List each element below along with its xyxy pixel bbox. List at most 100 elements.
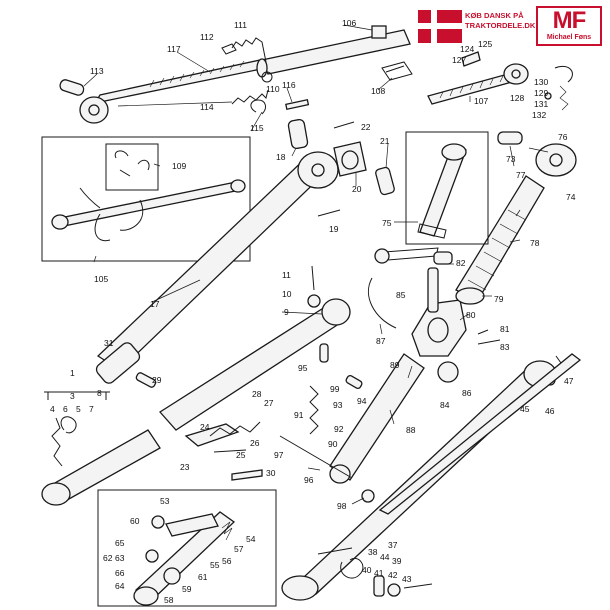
pin-41 xyxy=(373,575,385,597)
flag-cross-vertical xyxy=(431,10,437,43)
washer-60 xyxy=(151,515,165,529)
ball-end-hole xyxy=(88,104,100,116)
pin-73 xyxy=(497,131,523,145)
callout-30: 30 xyxy=(266,468,276,478)
clip-40 xyxy=(340,558,364,579)
top-link-pin xyxy=(59,79,85,96)
callout-117: 117 xyxy=(167,44,181,54)
callout-57: 57 xyxy=(234,544,244,554)
callout-61: 61 xyxy=(198,572,208,582)
callout-84: 84 xyxy=(440,400,450,410)
callout-47: 47 xyxy=(564,376,574,386)
callout-116: 116 xyxy=(282,80,296,90)
lower-link-45-outer xyxy=(378,353,582,515)
pin-18 xyxy=(287,118,309,150)
inset-stabiliser-eye xyxy=(133,586,159,606)
callout-98: 98 xyxy=(337,501,347,511)
callout-42: 42 xyxy=(388,570,398,580)
callout-78: 78 xyxy=(530,238,540,248)
callout-115: 115 xyxy=(250,123,264,133)
callout-75: 75 xyxy=(382,218,392,228)
callout-127: 127 xyxy=(452,55,466,65)
callout-55: 55 xyxy=(210,560,220,570)
bolt-11 xyxy=(311,265,315,291)
washer-42 xyxy=(387,583,401,597)
callout-113: 113 xyxy=(90,66,104,76)
spring-clip-130 xyxy=(554,66,573,83)
callout-131: 131 xyxy=(534,99,548,109)
callout-66: 66 xyxy=(115,568,125,578)
callout-63: 63 xyxy=(115,553,125,563)
callout-numbers: 113 117 112 111 110 114 115 116 106 108 … xyxy=(50,18,576,605)
screw-thread-marks xyxy=(467,209,527,291)
spring-131 xyxy=(559,85,569,111)
gear-84 xyxy=(437,361,459,383)
callout-77: 77 xyxy=(516,170,526,180)
inset-stabiliser xyxy=(133,511,236,606)
levelling-gearbox xyxy=(367,247,501,383)
callout-125: 125 xyxy=(478,39,492,49)
kit-bracket-3 xyxy=(44,391,110,400)
callout-22: 22 xyxy=(361,122,371,132)
rod-thread-marks xyxy=(439,75,504,99)
inset-link-ball xyxy=(51,214,69,230)
callout-5: 5 xyxy=(76,404,81,414)
washer-128 xyxy=(544,92,552,100)
pin-22 xyxy=(333,121,355,129)
logo-name: Michael Føns xyxy=(546,34,592,41)
callout-53: 53 xyxy=(160,496,170,506)
bush-20-hole xyxy=(341,150,359,170)
lower-link-9-eye xyxy=(321,298,351,326)
callout-112: 112 xyxy=(200,32,214,42)
callout-89: 89 xyxy=(390,360,400,370)
callout-106: 106 xyxy=(342,18,356,28)
pin-38 xyxy=(317,547,353,555)
bolt-30 xyxy=(231,469,263,481)
callout-58: 58 xyxy=(164,595,174,605)
callout-44: 44 xyxy=(380,552,390,562)
nut-10 xyxy=(307,294,321,308)
inset-box-105 xyxy=(41,136,251,262)
callout-21: 21 xyxy=(380,136,390,146)
callout-79: 79 xyxy=(494,294,504,304)
rod-eye-hole xyxy=(511,69,521,79)
callout-7: 7 xyxy=(89,404,94,414)
callout-97: 97 xyxy=(274,450,284,460)
callout-86: 86 xyxy=(462,388,472,398)
callout-20: 20 xyxy=(352,184,362,194)
inset-box-53 xyxy=(97,489,277,607)
bush-59 xyxy=(163,567,181,585)
pin-94 xyxy=(345,374,363,390)
callout-65: 65 xyxy=(115,538,125,548)
callout-24: 24 xyxy=(200,422,210,432)
callout-82: 82 xyxy=(456,258,466,268)
lift-rod-17-top-hole xyxy=(311,163,325,177)
callout-91: 91 xyxy=(294,410,304,420)
shop-slogan-line2[interactable]: TRAKTORDELE.DK xyxy=(465,21,536,30)
callout-26: 26 xyxy=(250,438,260,448)
callout-111: 111 xyxy=(234,20,247,30)
lower-link-9-body xyxy=(159,299,349,431)
handle-shaft-85 xyxy=(427,267,439,313)
inset-adjuster-top xyxy=(441,143,467,161)
callout-81: 81 xyxy=(500,324,510,334)
callout-23: 23 xyxy=(180,462,190,472)
yoke-hole xyxy=(549,153,563,167)
shop-slogan-line1: KØB DANSK PÅ xyxy=(465,11,524,20)
callout-10: 10 xyxy=(282,289,292,299)
bracket-108 xyxy=(381,61,413,81)
inset-plate-53 xyxy=(165,513,219,537)
callout-28: 28 xyxy=(252,389,262,399)
stabiliser-eye xyxy=(41,482,71,506)
shop-logo[interactable]: MF Michael Føns xyxy=(536,6,602,46)
callout-129: 129 xyxy=(534,88,548,98)
top-link-assembly xyxy=(59,25,413,124)
flag-cross-horizontal xyxy=(418,23,462,29)
callout-114: 114 xyxy=(200,102,214,112)
shaft-thread-marks xyxy=(149,60,245,88)
callout-6: 6 xyxy=(63,404,68,414)
spring-clip-87 xyxy=(367,277,397,329)
chain-ring xyxy=(261,71,273,83)
levelling-box-eye xyxy=(329,464,351,484)
